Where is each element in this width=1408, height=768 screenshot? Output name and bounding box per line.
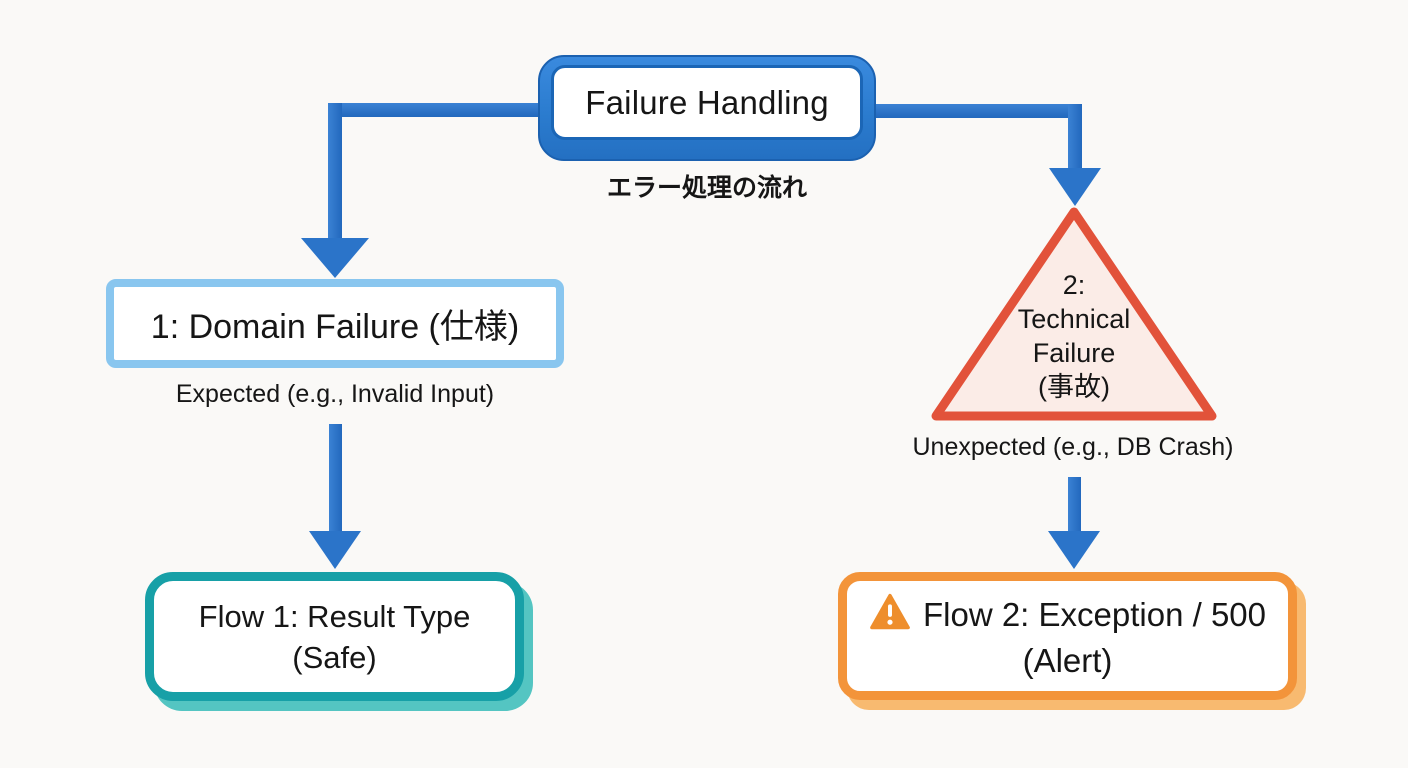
technical-failure-line2: Technical [1017, 304, 1131, 334]
domain-failure-node: 1: Domain Failure (仕様) [106, 279, 564, 368]
arrowhead-to-flow2 [1048, 531, 1100, 569]
technical-failure-line3: Failure [1032, 338, 1116, 368]
connector-left-vertical [328, 103, 342, 240]
arrow-right-shaft [1068, 477, 1081, 533]
domain-failure-label: 1: Domain Failure (仕様) [150, 308, 520, 346]
connector-right-horizontal [870, 104, 1082, 118]
arrow-left-shaft [329, 424, 342, 533]
connector-left-horizontal [328, 103, 546, 117]
arrowhead-to-domain-failure [301, 238, 369, 278]
technical-failure-label: 2: Technical Failure (事故) [925, 268, 1223, 404]
flow1-result-node: Flow 1: Result Type (Safe) [145, 572, 524, 701]
connector-right-vertical [1068, 104, 1082, 170]
technical-failure-line1: 2: [1062, 270, 1086, 300]
arrowhead-to-flow1 [309, 531, 361, 569]
failure-handling-label: Failure Handling [551, 65, 863, 140]
root-subtitle-japanese: エラー処理の流れ [606, 174, 807, 202]
technical-failure-caption: Unexpected (e.g., DB Crash) [912, 433, 1234, 461]
flow2-label-line2: (Alert) [1022, 641, 1113, 679]
warning-triangle-icon [869, 593, 911, 641]
technical-failure-triangle [931, 207, 1217, 421]
arrowhead-to-technical-failure [1049, 168, 1101, 206]
flow1-label-line1: Flow 1: Result Type [198, 598, 471, 634]
flow2-result-node: Flow 2: Exception / 500 (Alert) [838, 572, 1297, 700]
domain-failure-caption: Expected (e.g., Invalid Input) [175, 380, 495, 408]
flow1-label-line2: (Safe) [292, 639, 377, 675]
flow2-label-line1: Flow 2: Exception / 500 [922, 596, 1267, 633]
technical-failure-line4: (事故) [1038, 372, 1110, 402]
failure-handling-node: Failure Handling [538, 55, 876, 161]
